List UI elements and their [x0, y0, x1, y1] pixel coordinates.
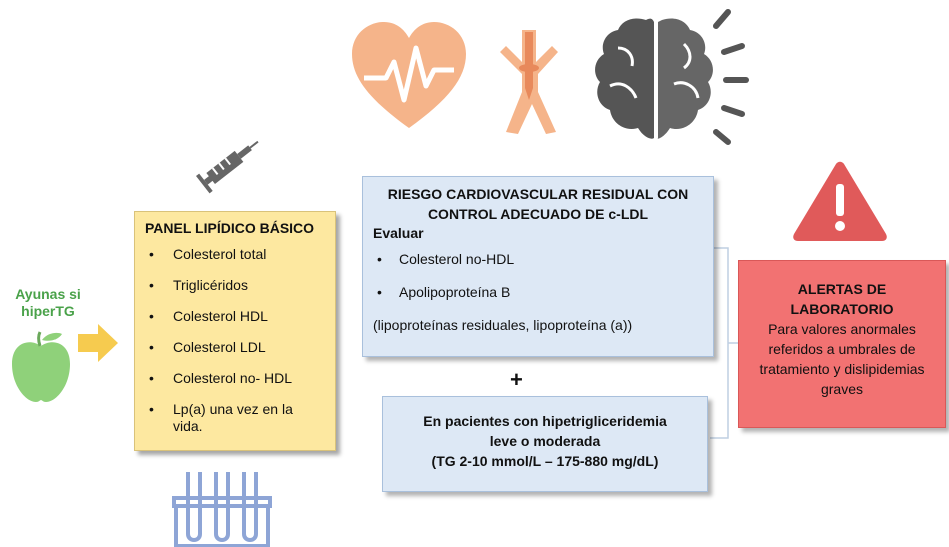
heart-icon	[352, 22, 466, 128]
list-item: Colesterol no- HDL	[145, 370, 325, 387]
brain-icon	[595, 9, 749, 145]
warning-icon	[793, 161, 887, 241]
list-item: Triglicéridos	[145, 277, 325, 294]
hypertrig-box: En pacientes con hipetrigliceridemia lev…	[382, 396, 708, 492]
fasting-note: Ayunas si hiperTG	[15, 286, 81, 319]
lipid-panel-box: PANEL LIPÍDICO BÁSICO Colesterol total T…	[134, 211, 336, 451]
list-item: Apolipoproteína B	[373, 284, 703, 301]
hypertrig-line2: leve o moderada	[489, 433, 601, 449]
risk-note: (lipoproteínas residuales, lipoproteína …	[373, 317, 633, 333]
arrow-icon	[78, 324, 118, 362]
alerts-title: ALERTAS DE LABORATORIO	[790, 281, 894, 317]
list-item: Colesterol no-HDL	[373, 251, 703, 268]
risk-list: Colesterol no-HDL Apolipoproteína B	[373, 251, 703, 301]
lab-alerts-box: ALERTAS DE LABORATORIO Para valores anor…	[738, 260, 946, 428]
residual-risk-box: RIESGO CARDIOVASCULAR RESIDUAL CON CONTR…	[362, 176, 714, 357]
panel-list: Colesterol total Triglicéridos Colestero…	[145, 246, 325, 435]
risk-subtitle: Evaluar	[373, 225, 424, 241]
list-item: Colesterol LDL	[145, 339, 325, 356]
syringe-icon	[196, 140, 259, 194]
hypertrig-line1: En pacientes con hipetrigliceridemia	[423, 413, 667, 429]
alerts-text: Para valores anormales referidos a umbra…	[759, 321, 925, 397]
apple-icon	[12, 331, 70, 402]
list-item: Lp(a) una vez en la vida.	[145, 401, 325, 435]
test-tubes-icon	[172, 472, 272, 547]
artery-icon	[500, 30, 558, 134]
panel-title: PANEL LIPÍDICO BÁSICO	[145, 220, 315, 236]
list-item: Colesterol total	[145, 246, 325, 263]
hypertrig-line3: (TG 2-10 mmol/L – 175-880 mg/dL)	[431, 453, 659, 469]
plus-sign: +	[510, 367, 523, 392]
risk-title: RIESGO CARDIOVASCULAR RESIDUAL CON CONTR…	[387, 186, 689, 222]
list-item: Colesterol HDL	[145, 308, 325, 325]
